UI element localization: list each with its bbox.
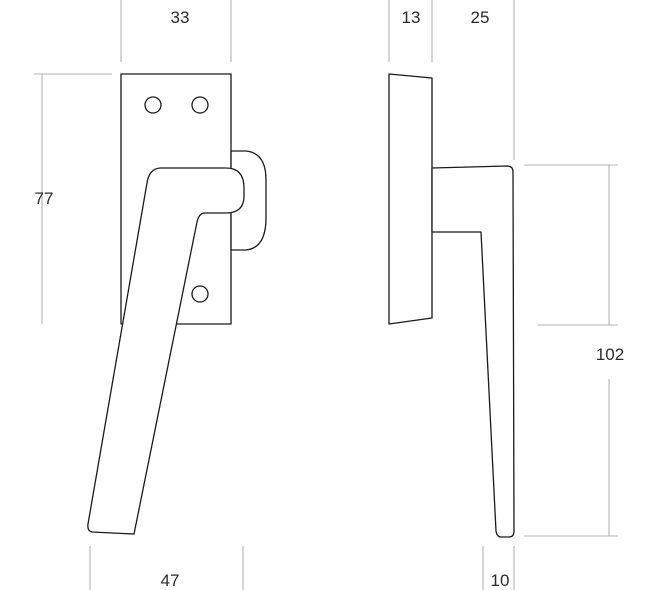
dim-label-plate-width: 33: [171, 8, 190, 27]
dim-label-side-handle-height: 102: [596, 345, 624, 364]
front-view: 33 77 47: [34, 0, 267, 590]
screw-hole-top-left: [144, 96, 162, 114]
dim-label-plate-height: 77: [35, 189, 54, 208]
side-handle-profile: [431, 165, 515, 538]
screw-hole-bottom: [191, 285, 209, 303]
dim-label-side-plate-depth: 13: [402, 8, 421, 27]
lever-handle: [87, 167, 245, 535]
dim-label-side-handle-depth: 25: [471, 8, 490, 27]
screw-hole-top-right: [191, 96, 209, 114]
dim-label-handle-width: 47: [161, 571, 180, 590]
dim-label-side-tip-width: 10: [491, 571, 510, 590]
side-view: 13 25 102 10: [388, 0, 624, 590]
side-plate-profile: [388, 73, 433, 325]
